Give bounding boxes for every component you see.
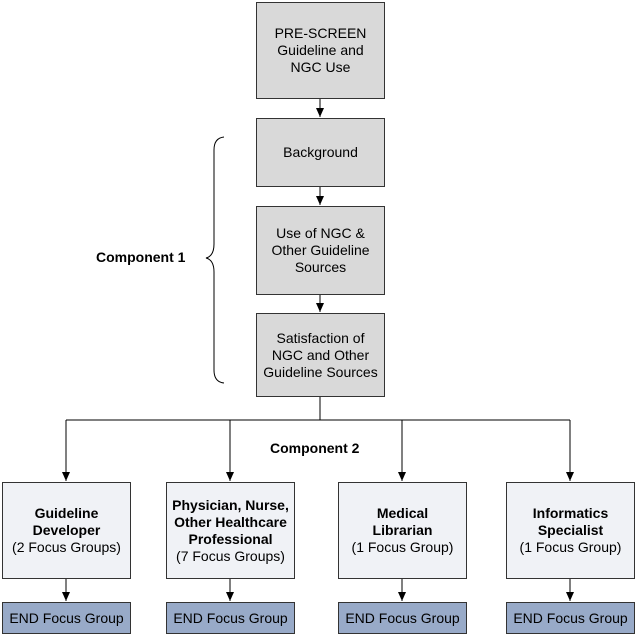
group-box-informatics-specialist: Informatics Specialist (1 Focus Group) [506, 482, 635, 579]
use-line-3: Sources [294, 259, 347, 275]
group-1-name-2: Developer [32, 522, 101, 538]
prescreen-line-2: Guideline and [277, 42, 364, 58]
group-3-name-1: Medical [376, 505, 429, 521]
prescreen-line-1: PRE-SCREEN [274, 25, 367, 41]
end-3-label: END Focus Group [345, 609, 460, 626]
group-2-name-2: Other Healthcare [174, 513, 287, 530]
satisfaction-line-1: Satisfaction of [276, 329, 365, 346]
background-label: Background [283, 144, 358, 160]
group-box-physician-nurse: Physician, Nurse, Other Healthcare Profe… [166, 482, 295, 579]
component1-brace [205, 136, 225, 384]
satisfaction-line-3: Guideline Sources [263, 363, 378, 380]
end-4-label: END Focus Group [513, 609, 628, 626]
group-box-medical-librarian: Medical Librarian (1 Focus Group) [338, 482, 467, 579]
satisfaction-box: Satisfaction of NGC and Other Guideline … [256, 313, 385, 397]
end-focus-group-2: END Focus Group [166, 602, 295, 634]
prescreen-box: PRE-SCREEN Guideline and NGC Use [256, 2, 385, 99]
group-box-guideline-developer: Guideline Developer (2 Focus Groups) [2, 482, 131, 579]
satisfaction-line-2: NGC and Other [271, 346, 370, 363]
group-2-name-1: Physician, Nurse, [172, 496, 289, 513]
group-1-detail: (2 Focus Groups) [12, 539, 121, 555]
group-2-name-3: Professional [188, 530, 273, 547]
prescreen-line-3: NGC Use [290, 59, 351, 75]
use-line-2: Other Guideline [271, 242, 370, 258]
group-2-detail: (7 Focus Groups) [176, 547, 285, 564]
end-focus-group-1: END Focus Group [2, 602, 131, 634]
group-3-detail: (1 Focus Group) [351, 539, 454, 555]
group-4-name-1: Informatics [532, 505, 609, 521]
use-of-ngc-box: Use of NGC & Other Guideline Sources [256, 206, 385, 295]
component1-label: Component 1 [96, 249, 186, 265]
use-line-1: Use of NGC & [276, 225, 365, 241]
group-4-detail: (1 Focus Group) [519, 539, 622, 555]
end-1-label: END Focus Group [9, 609, 124, 626]
component2-label: Component 2 [270, 440, 360, 456]
group-4-name-2: Specialist [537, 522, 604, 538]
background-box: Background [256, 118, 385, 187]
group-3-name-2: Librarian [372, 522, 433, 538]
end-2-label: END Focus Group [173, 609, 288, 626]
end-focus-group-3: END Focus Group [338, 602, 467, 634]
end-focus-group-4: END Focus Group [506, 602, 635, 634]
group-1-name-1: Guideline [34, 505, 99, 521]
